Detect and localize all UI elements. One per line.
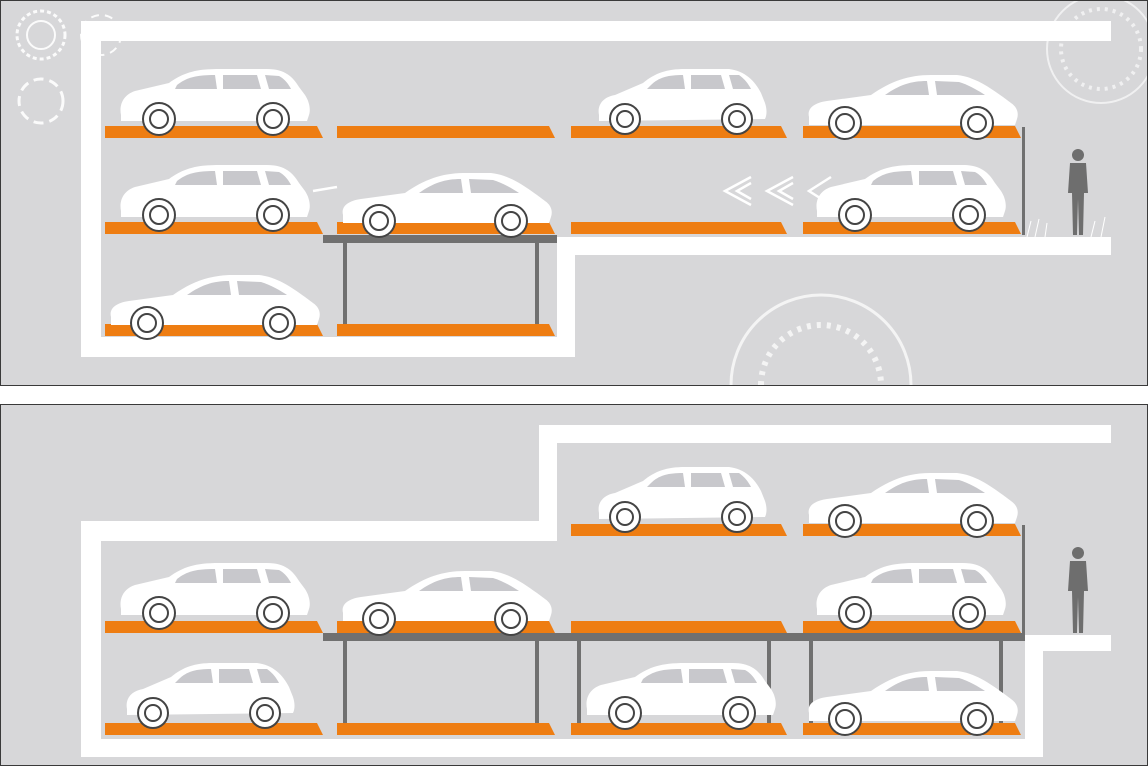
parking-section-top bbox=[15, 1, 1147, 385]
pit-supports bbox=[323, 525, 1025, 727]
person-icon bbox=[1068, 149, 1088, 235]
building-walls bbox=[81, 21, 1111, 357]
car-icon bbox=[119, 164, 311, 232]
arrow-left-icon bbox=[312, 175, 832, 207]
car-icon bbox=[815, 562, 1007, 630]
pit-supports bbox=[323, 127, 1025, 327]
diagram-panel-top bbox=[0, 0, 1148, 386]
car-icon bbox=[815, 164, 1007, 232]
car-icon bbox=[597, 68, 768, 135]
decorative-gauge-icon bbox=[15, 1, 1147, 385]
car-icon bbox=[585, 662, 777, 730]
car-icon bbox=[125, 662, 296, 729]
parking-section-bottom bbox=[81, 425, 1111, 757]
parked-cars bbox=[119, 466, 1019, 736]
car-icon bbox=[597, 466, 768, 533]
car-icon bbox=[119, 562, 311, 630]
building-walls bbox=[81, 425, 1111, 757]
car-icon bbox=[119, 68, 311, 136]
person-icon bbox=[1068, 547, 1088, 633]
grass-decoration bbox=[1026, 216, 1106, 238]
diagram-panel-bottom bbox=[0, 404, 1148, 766]
